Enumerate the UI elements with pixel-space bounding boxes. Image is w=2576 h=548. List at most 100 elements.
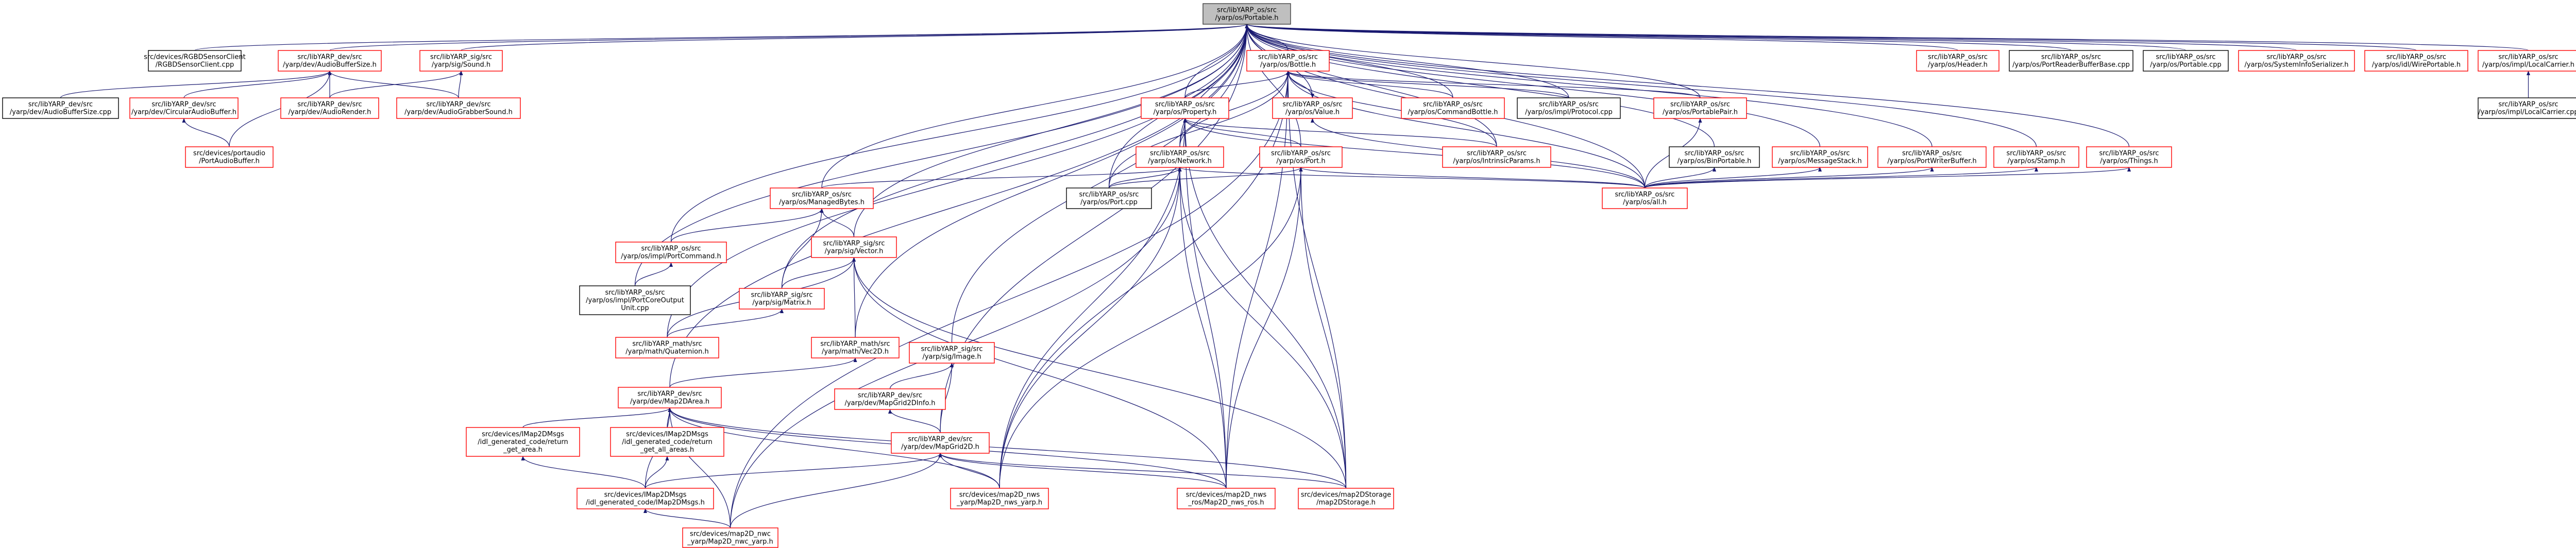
node-mapgrid2d[interactable]: src/libYARP_dev/src/yarp/dev/MapGrid2D.h: [891, 432, 990, 454]
node-port_h[interactable]: src/libYARP_os/src/yarp/os/Port.h: [1259, 146, 1343, 168]
node-localcarrier_h[interactable]: src/libYARP_os/src/yarp/os/impl/LocalCar…: [2478, 50, 2576, 72]
node-portcoreoutputunit[interactable]: src/libYARP_os/src/yarp/os/impl/PortCore…: [579, 285, 691, 315]
node-label-line: src/libYARP_os/src: [1902, 150, 1962, 158]
node-box: [1517, 97, 1621, 119]
node-stamp_h[interactable]: src/libYARP_os/src/yarp/os/Stamp.h: [1993, 146, 2079, 168]
node-label-line: src/libYARP_dev/src: [908, 436, 972, 443]
edge-all_h-to-binportable: [1644, 167, 1717, 189]
node-box: [148, 50, 242, 72]
node-systeminfoserializer[interactable]: src/libYARP_os/src/yarp/os/SystemInfoSer…: [2238, 50, 2355, 72]
node-box: [615, 242, 727, 263]
node-box: [770, 187, 874, 209]
node-value_h[interactable]: src/libYARP_os/src/yarp/os/Value.h: [1272, 97, 1353, 119]
node-map2dnws_yarp[interactable]: src/devices/map2D_nws_yarp/Map2D_nws_yar…: [950, 488, 1049, 509]
node-label-line: src/devices/map2D_nws: [1186, 491, 1267, 499]
node-matrix_h[interactable]: src/libYARP_sig/src/yarp/sig/Matrix.h: [739, 288, 825, 310]
edge-intrinsic-to-property_h: [1183, 118, 1497, 147]
node-label-line: /yarp/os/Value.h: [1285, 109, 1340, 116]
node-vec2d[interactable]: src/libYARP_math/src/yarp/math/Vec2D.h: [811, 337, 900, 358]
node-label-line: /idl_generated_code/return: [622, 438, 712, 446]
edge-intrinsic-to-bottle_h: [1286, 71, 1497, 147]
edge-circularaudiobuffer-to-audiobuffersize_h: [183, 71, 332, 98]
node-portablepair[interactable]: src/libYARP_os/src/yarp/os/PortablePair.…: [1653, 97, 1747, 119]
node-label-line: _get_area.h: [503, 446, 543, 454]
node-port_cpp[interactable]: src/libYARP_os/src/yarp/os/Port.cpp: [1066, 187, 1152, 209]
node-box: [1401, 97, 1505, 119]
node-network_h[interactable]: src/libYARP_os/src/yarp/os/Network.h: [1136, 146, 1224, 168]
node-localcarrier_cpp[interactable]: src/libYARP_os/src/yarp/os/impl/LocalCar…: [2478, 97, 2576, 119]
edge-things_h-to-root: [1245, 24, 2130, 147]
node-portwriterbuffer[interactable]: src/libYARP_os/src/yarp/os/PortWriterBuf…: [1877, 146, 1987, 168]
node-things_h[interactable]: src/libYARP_os/src/yarp/os/Things.h: [2086, 146, 2172, 168]
node-vector_h[interactable]: src/libYARP_sig/src/yarp/sig/Vector.h: [811, 236, 897, 258]
node-bottle_h[interactable]: src/libYARP_os/src/yarp/os/Bottle.h: [1246, 50, 1330, 72]
node-label-line: /yarp/os/impl/Protocol.cpp: [1525, 109, 1613, 116]
node-box: [811, 337, 900, 358]
node-idlwireportable[interactable]: src/libYARP_os/src/yarp/os/idl/WirePorta…: [2364, 50, 2468, 72]
node-box: [891, 432, 990, 454]
node-audiobuffersize_h[interactable]: src/libYARP_dev/src/yarp/dev/AudioBuffer…: [278, 50, 382, 72]
node-box: [2, 97, 119, 119]
node-audiorender[interactable]: src/libYARP_dev/src/yarp/dev/AudioRender…: [280, 97, 379, 119]
node-label-line: src/libYARP_sig/src: [430, 54, 492, 61]
node-portcommand[interactable]: src/libYARP_os/src/yarp/os/impl/PortComm…: [615, 242, 727, 263]
node-label-line: src/libYARP_os/src: [641, 245, 701, 253]
node-box: [1298, 488, 1394, 509]
edge-property_h-to-root: [1184, 24, 1249, 98]
node-label-line: src/libYARP_dev/src: [858, 392, 922, 400]
node-label-line: _yarp/Map2D_nws_yarp.h: [956, 499, 1042, 507]
edge-portcommand-to-managedbytes: [670, 208, 824, 243]
edge-all_h-to-things_h: [1644, 167, 2131, 189]
node-map2dnws_ros[interactable]: src/devices/map2D_nws_ros/Map2D_nws_ros.…: [1177, 488, 1276, 509]
node-managedbytes[interactable]: src/libYARP_os/src/yarp/os/ManagedBytes.…: [770, 187, 874, 209]
node-commandbottle[interactable]: src/libYARP_os/src/yarp/os/CommandBottle…: [1401, 97, 1505, 119]
node-map2dstorage[interactable]: src/devices/map2DStorage/map2DStorage.h: [1298, 488, 1394, 509]
node-idl_getarea[interactable]: src/devices/IMap2DMsgs/idl_generated_cod…: [466, 427, 580, 457]
node-rgbd_client[interactable]: src/devices/RGBDSensorClient/RGBDSensorC…: [144, 50, 246, 72]
node-map2darea[interactable]: src/libYARP_dev/src/yarp/dev/Map2DArea.h: [618, 387, 722, 408]
node-box: [909, 342, 995, 364]
node-all_h[interactable]: src/libYARP_os/src/yarp/os/all.h: [1602, 187, 1688, 209]
node-portaudiobuffer[interactable]: src/devices/portaudio/PortAudioBuffer.h: [185, 146, 274, 168]
node-imap2dmsgs[interactable]: src/devices/IMap2DMsgs/idl_generated_cod…: [577, 488, 714, 509]
node-portable_cpp[interactable]: src/libYARP_os/src/yarp/os/Portable.cpp: [2143, 50, 2229, 72]
node-property_h[interactable]: src/libYARP_os/src/yarp/os/Property.h: [1141, 97, 1229, 119]
edge-rgbd_client-to-root: [194, 24, 1248, 51]
node-box: [2364, 50, 2468, 72]
node-image_h[interactable]: src/libYARP_sig/src/yarp/sig/Image.h: [909, 342, 995, 364]
node-messagestack[interactable]: src/libYARP_os/src/yarp/os/MessageStack.…: [1772, 146, 1868, 168]
node-label-line: /yarp/os/Port.h: [1276, 158, 1325, 165]
edge-audiobuffersize_cpp-to-audiobuffersize_h: [60, 71, 332, 98]
node-box: [950, 488, 1049, 509]
node-box: [1136, 146, 1224, 168]
node-label-line: src/devices/RGBDSensorClient: [144, 54, 245, 61]
dependency-edges: [60, 24, 2531, 528]
node-label-line: src/libYARP_os/src: [2498, 54, 2558, 61]
node-box: [2478, 50, 2576, 72]
node-box: [834, 388, 946, 410]
node-box: [2009, 50, 2133, 72]
node-header_h[interactable]: src/libYARP_os/src/yarp/os/Header.h: [1916, 50, 1999, 72]
node-binportable[interactable]: src/libYARP_os/src/yarp/os/BinPortable.h: [1669, 146, 1760, 168]
node-circularaudiobuffer[interactable]: src/libYARP_dev/src/yarp/dev/CircularAud…: [129, 97, 239, 119]
node-readerbufferbase[interactable]: src/libYARP_os/src/yarp/os/PortReaderBuf…: [2009, 50, 2133, 72]
node-quaternion[interactable]: src/libYARP_math/src/yarp/math/Quaternio…: [615, 337, 719, 358]
node-box: [579, 285, 691, 315]
node-box: [1772, 146, 1868, 168]
node-box: [739, 288, 825, 310]
node-root[interactable]: src/libYARP_os/src/yarp/os/Portable.h: [1202, 3, 1291, 25]
node-map2dnwc_yarp[interactable]: src/devices/map2D_nwc_yarp/Map2D_nwc_yar…: [682, 527, 778, 548]
node-protocol_cpp[interactable]: src/libYARP_os/src/yarp/os/impl/Protocol…: [1517, 97, 1621, 119]
node-audiobuffersize_cpp[interactable]: src/libYARP_dev/src/yarp/dev/AudioBuffer…: [2, 97, 119, 119]
node-label-line: /yarp/os/impl/LocalCarrier.cpp: [2478, 109, 2576, 116]
node-intrinsic[interactable]: src/libYARP_os/src/yarp/os/IntrinsicPara…: [1442, 146, 1551, 168]
node-audiograbber[interactable]: src/libYARP_dev/src/yarp/dev/AudioGrabbe…: [396, 97, 521, 119]
edge-audiorender-to-sound_h: [329, 71, 463, 98]
node-box: [1141, 97, 1229, 119]
node-label-line: /yarp/os/SystemInfoSerializer.h: [2245, 61, 2349, 69]
node-mapgrid2dinfo[interactable]: src/libYARP_dev/src/yarp/dev/MapGrid2DIn…: [834, 388, 946, 410]
edge-port_cpp-to-bottle_h: [1108, 71, 1290, 189]
node-label-line: src/libYARP_os/src: [2099, 150, 2159, 158]
node-idl_getallareas[interactable]: src/devices/IMap2DMsgs/idl_generated_cod…: [610, 427, 724, 457]
node-sound_h[interactable]: src/libYARP_sig/src/yarp/sig/Sound.h: [419, 50, 503, 72]
